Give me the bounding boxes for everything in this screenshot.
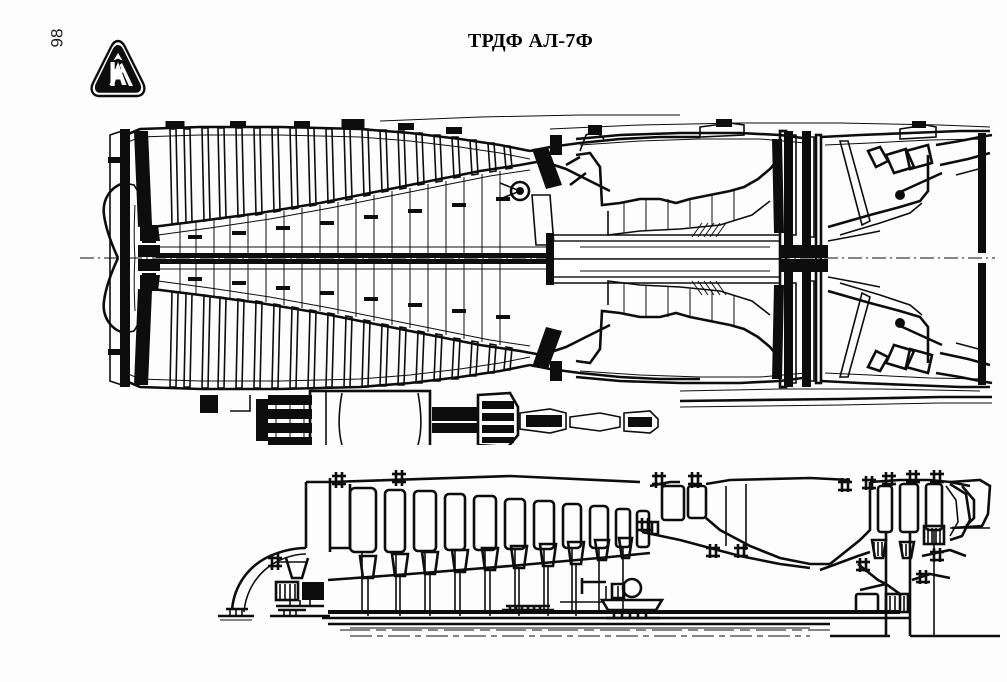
lyulka-saturn-emblem-logo [88,38,148,100]
engine-schematic-svg [218,470,1000,638]
engine-cross-section-svg [80,114,995,445]
engine-cross-section-figure [80,95,995,445]
page-title-text: ТРДФ АЛ-7Ф [467,30,594,52]
engine-flowpath-schematic-figure [210,460,1000,645]
page-title: ТРДФ АЛ-7Ф [0,30,1007,53]
